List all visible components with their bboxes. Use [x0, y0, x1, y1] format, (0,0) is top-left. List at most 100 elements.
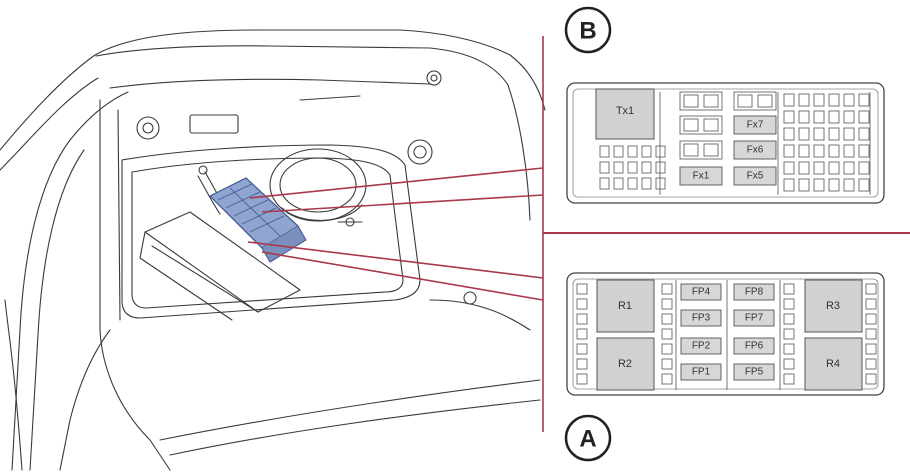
fuse-fp2 [680, 337, 722, 355]
relay-tx1-label: Tx1 [616, 105, 634, 117]
terminal-slot [627, 145, 638, 158]
terminal-slot [576, 328, 588, 340]
terminal-slot [798, 161, 810, 175]
terminal-slot [783, 93, 795, 107]
fuse-fp5-label: FP5 [745, 367, 764, 378]
terminal-slot [703, 118, 719, 132]
terminal-slot [703, 143, 719, 157]
terminal-slot [641, 145, 652, 158]
relay-r2-label: R2 [618, 358, 632, 370]
terminal-slot [865, 313, 877, 325]
callout-a: A [564, 414, 612, 462]
terminal-slot [737, 94, 753, 108]
terminal-slot [783, 313, 795, 325]
fuse-fp8-label: FP8 [745, 287, 764, 298]
leader-line-b-upper [249, 167, 544, 199]
terminal-slot [661, 328, 673, 340]
fuse-fp1 [680, 363, 722, 381]
terminal-slot [683, 118, 699, 132]
relay-r4 [804, 337, 863, 391]
terminal-slot [858, 110, 870, 124]
terminal-slot [757, 94, 773, 108]
terminal-slot [576, 298, 588, 310]
terminal-slot [865, 343, 877, 355]
terminal-slot [813, 144, 825, 158]
terminal-slot [783, 343, 795, 355]
leader-line-a-upper [247, 241, 544, 279]
terminal-slot [613, 177, 624, 190]
callout-circle-b [564, 6, 612, 54]
terminal-slot [627, 161, 638, 174]
terminal-slot [843, 178, 855, 192]
terminal-slot [843, 161, 855, 175]
terminal-slot [813, 93, 825, 107]
terminal-slot [798, 144, 810, 158]
terminal-slot [783, 298, 795, 310]
terminal-slot [865, 283, 877, 295]
terminal-slot [627, 177, 638, 190]
terminal-slot [576, 373, 588, 385]
fuse-fp5 [733, 363, 775, 381]
fuse-fx5-label: Fx5 [747, 171, 764, 182]
fuse-fp1-label: FP1 [692, 367, 711, 378]
terminal-slot [703, 94, 719, 108]
fuse-fp7 [733, 309, 775, 327]
terminal-slot [655, 145, 666, 158]
terminal-slot [828, 144, 840, 158]
fuse-fp8 [733, 283, 775, 301]
terminal-slot [828, 127, 840, 141]
relay-r3 [804, 279, 863, 333]
terminal-slot [858, 127, 870, 141]
terminal-slot [798, 127, 810, 141]
terminal-slot [783, 358, 795, 370]
terminal-slot [843, 144, 855, 158]
fuse-fx1-label: Fx1 [693, 171, 710, 182]
terminal-slot [576, 283, 588, 295]
terminal-slot [865, 298, 877, 310]
fuse-fx7-label: Fx7 [747, 120, 764, 131]
terminal-slot [828, 161, 840, 175]
fuse-fx5 [733, 166, 777, 186]
vehicle-trunk-sketch [0, 29, 546, 471]
terminal-slot [843, 93, 855, 107]
terminal-slot [661, 313, 673, 325]
terminal-slot [661, 283, 673, 295]
panel-b-slot-grid [599, 91, 871, 195]
terminal-slot [683, 143, 699, 157]
terminal-slot [576, 313, 588, 325]
terminal-slot [783, 373, 795, 385]
terminal-slot [661, 343, 673, 355]
relay-tx1 [595, 88, 655, 140]
terminal-slot [798, 110, 810, 124]
terminal-slot [858, 161, 870, 175]
terminal-slot [655, 177, 666, 190]
fuse-fx1 [679, 166, 723, 186]
fuse-fp2-label: FP2 [692, 341, 711, 352]
terminal-slot [783, 328, 795, 340]
fuse-fx6 [733, 140, 777, 160]
callout-circle-a [564, 414, 612, 462]
relay-r2 [596, 337, 655, 391]
fuse-fp4-label: FP4 [692, 287, 711, 298]
terminal-slot [783, 110, 795, 124]
terminal-slot [783, 283, 795, 295]
terminal-slot [858, 144, 870, 158]
terminal-slot [641, 177, 652, 190]
terminal-slot [813, 178, 825, 192]
terminal-slot [813, 110, 825, 124]
terminal-slot [599, 177, 610, 190]
terminal-slot [843, 127, 855, 141]
terminal-slot [599, 161, 610, 174]
fuse-fx6-label: Fx6 [747, 145, 764, 156]
relay-r4-label: R4 [826, 358, 840, 370]
leader-line-b-lower [261, 194, 544, 213]
terminal-slot [828, 93, 840, 107]
fuse-fp6 [733, 337, 775, 355]
terminal-slot [661, 298, 673, 310]
fuse-fp3 [680, 309, 722, 327]
terminal-slot [613, 145, 624, 158]
terminal-slot [661, 373, 673, 385]
callout-b: B [564, 6, 612, 54]
terminal-slot [798, 178, 810, 192]
